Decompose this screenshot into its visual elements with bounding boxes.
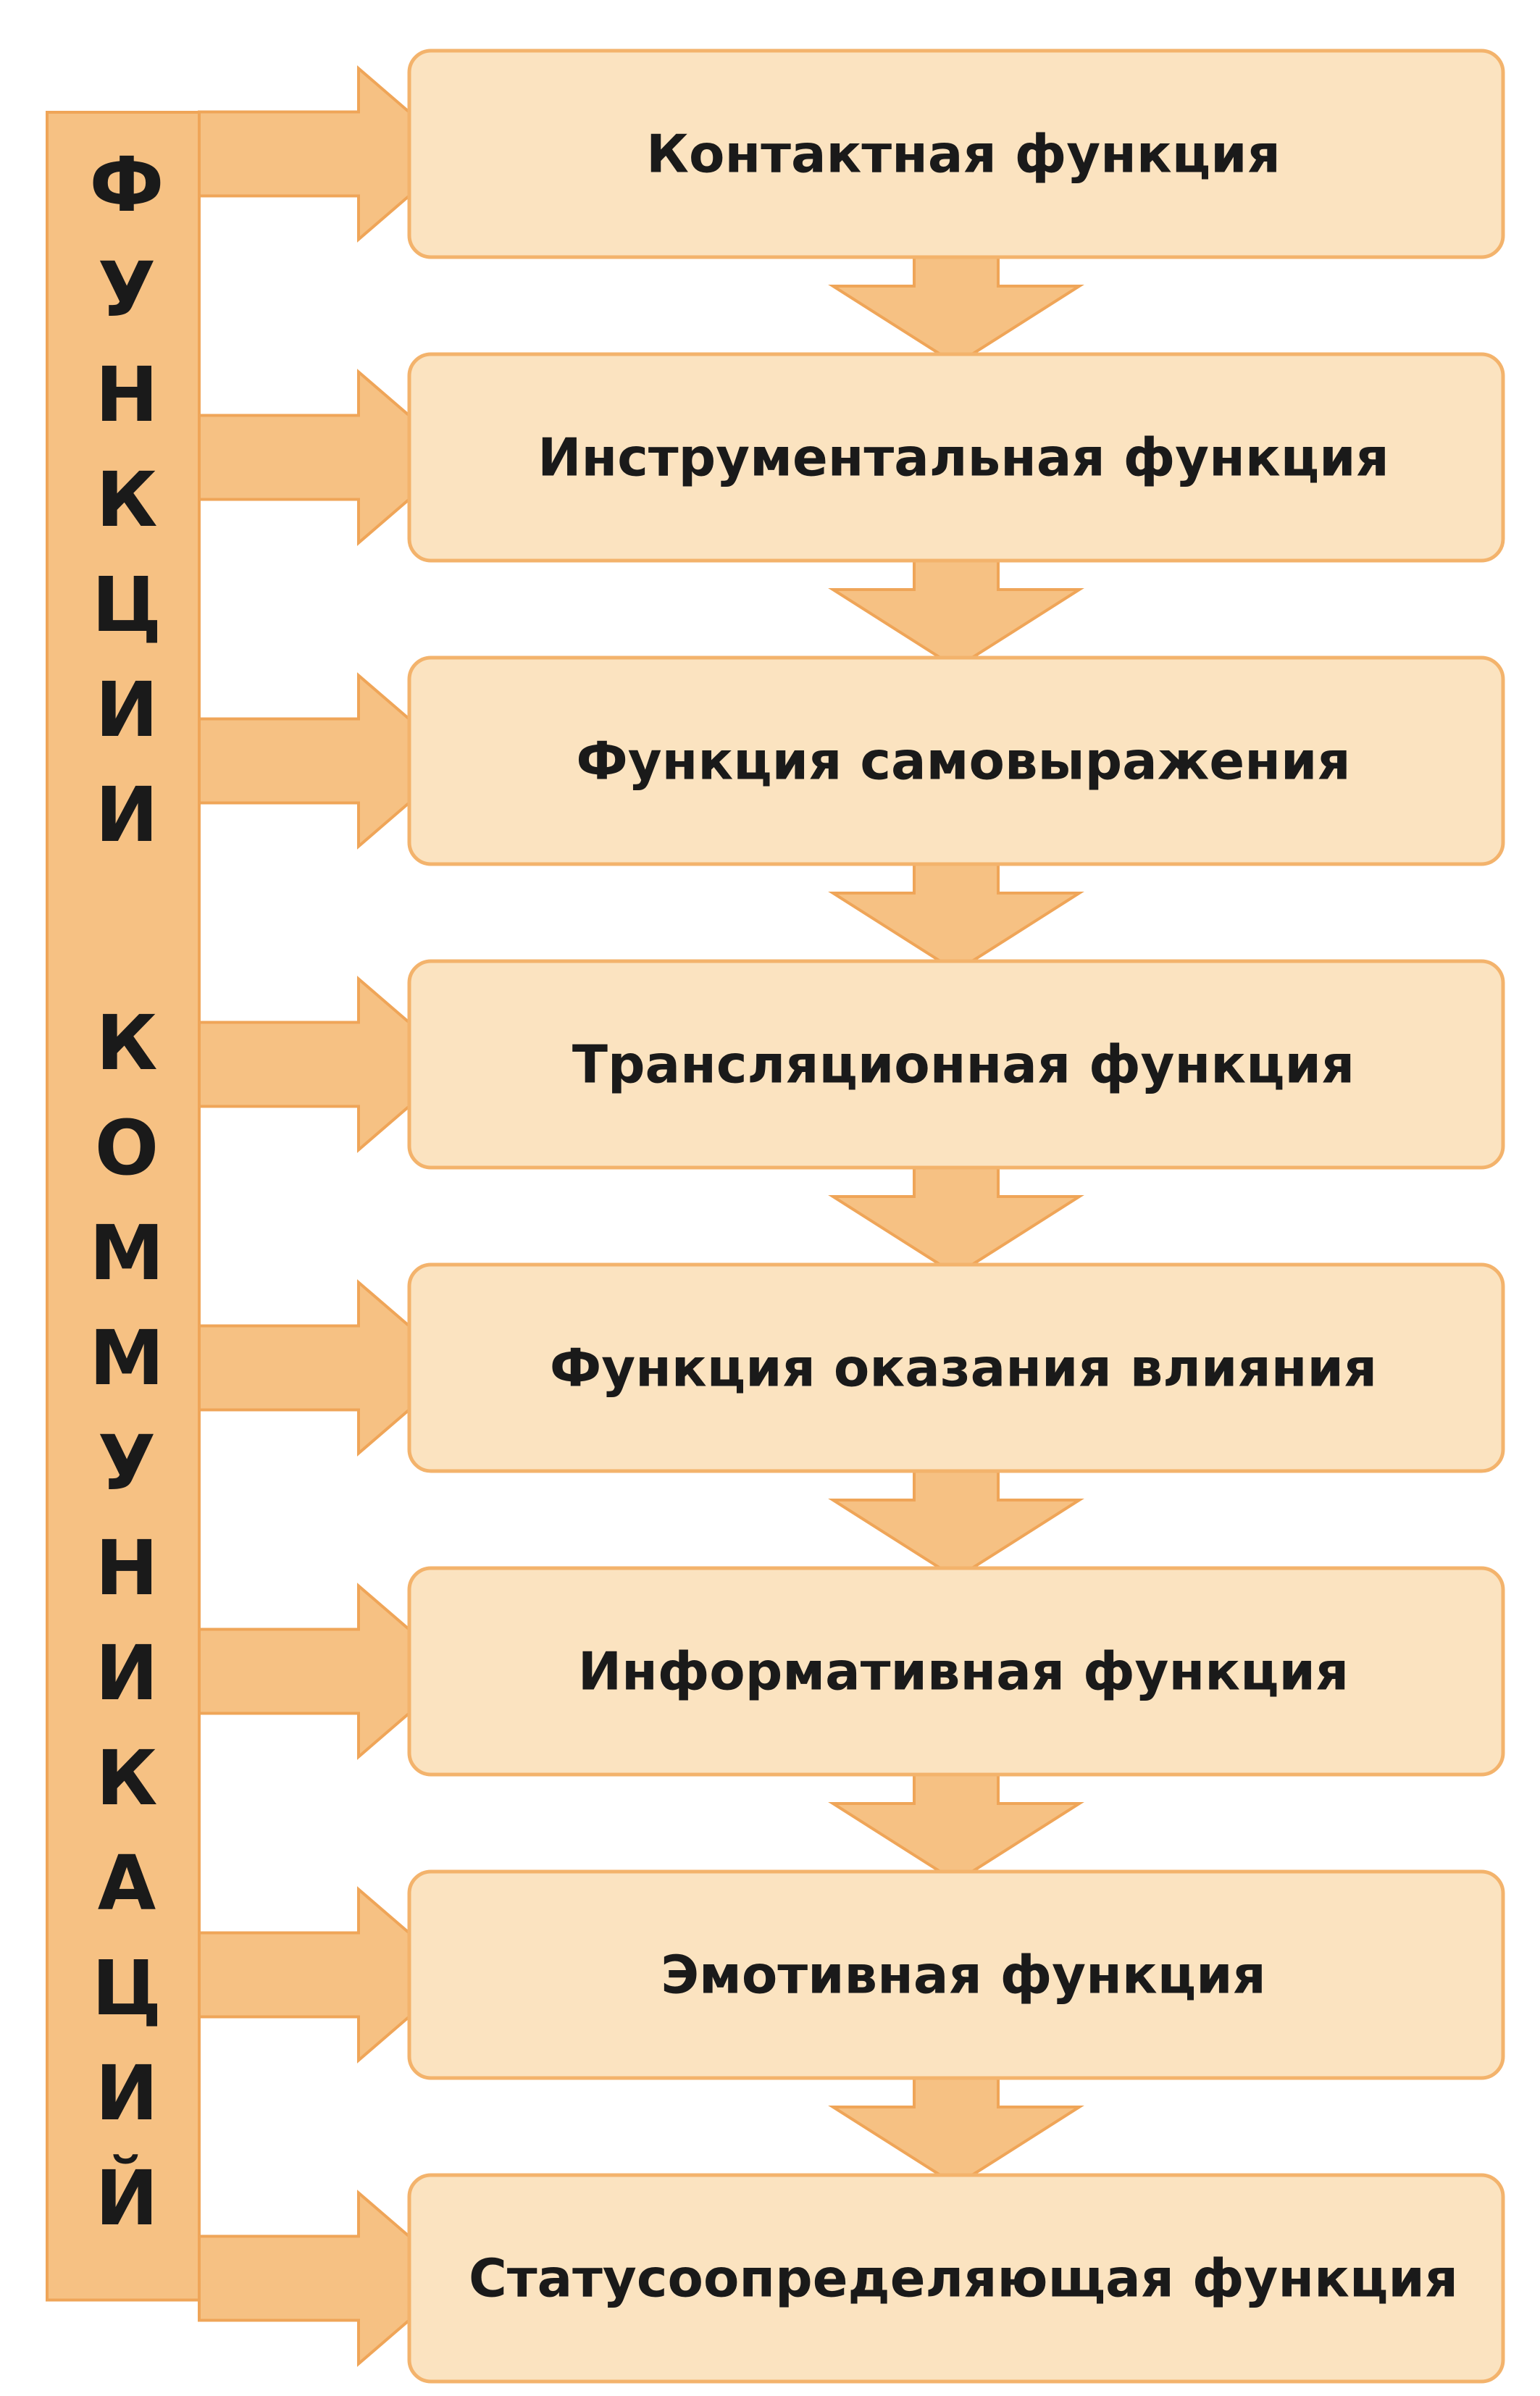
function-box-shape	[407, 1566, 1505, 1777]
function-box-shape	[407, 2173, 1505, 2384]
function-box-4: Трансляционная функция	[407, 959, 1505, 1170]
vertical-letter: М	[89, 1209, 164, 1297]
vertical-letter: К	[96, 1734, 157, 1822]
down-arrow-2	[828, 556, 1084, 670]
down-arrow-3	[828, 860, 1084, 973]
function-label: Контактная функция	[646, 124, 1281, 185]
down-arrow-1	[828, 253, 1084, 366]
function-box-6: Информативная функция	[407, 1566, 1505, 1777]
function-label: Инструментальная функция	[537, 427, 1389, 488]
down-arrow-6	[828, 1770, 1084, 1884]
vertical-letter: Н	[95, 351, 158, 439]
down-arrow-5	[828, 1467, 1084, 1580]
function-box-3: Функция самовыражения	[407, 655, 1505, 866]
function-box-shape	[407, 655, 1505, 866]
vertical-letter: Ц	[92, 561, 162, 649]
down-arrow-4	[828, 1163, 1084, 1277]
vertical-letter: А	[98, 1839, 156, 1927]
vertical-letter: Ц	[92, 1944, 162, 2032]
vertical-letter: И	[95, 666, 158, 754]
function-label: Информативная функция	[578, 1641, 1349, 1702]
vertical-letter: О	[95, 1104, 159, 1192]
vertical-letter: К	[96, 999, 157, 1087]
vertical-letter: У	[98, 1419, 156, 1507]
function-label: Статусоопределяющая функция	[469, 2248, 1458, 2309]
function-box-7: Эмотивная функция	[407, 1869, 1505, 2080]
function-label: Функция оказания влияния	[550, 1338, 1377, 1399]
vertical-letter: Н	[95, 1524, 158, 1612]
function-box-1: Контактная функция	[407, 49, 1505, 259]
function-box-shape	[407, 49, 1505, 259]
function-label: Эмотивная функция	[661, 1945, 1266, 2006]
vertical-letter: И	[95, 771, 158, 859]
function-label: Функция самовыражения	[576, 731, 1350, 792]
vertical-letter: Ф	[89, 141, 164, 229]
vertical-letter: У	[98, 246, 156, 334]
down-arrow-7	[828, 2074, 1084, 2187]
vertical-letter: Й	[95, 2154, 158, 2242]
vertical-letter: И	[95, 2049, 158, 2137]
function-box-shape	[407, 352, 1505, 563]
function-box-2: Инструментальная функция	[407, 352, 1505, 563]
down-arrows-group	[828, 253, 1084, 2187]
vertical-letter: И	[95, 1629, 158, 1717]
function-box-shape	[407, 959, 1505, 1170]
function-box-shape	[407, 1869, 1505, 2080]
function-box-8: Статусоопределяющая функция	[407, 2173, 1505, 2384]
vertical-letter: К	[96, 456, 157, 544]
function-box-5: Функция оказания влияния	[407, 1262, 1505, 1473]
function-box-shape	[407, 1262, 1505, 1473]
vertical-letter: М	[89, 1314, 164, 1402]
function-label: Трансляционная функция	[572, 1034, 1355, 1095]
